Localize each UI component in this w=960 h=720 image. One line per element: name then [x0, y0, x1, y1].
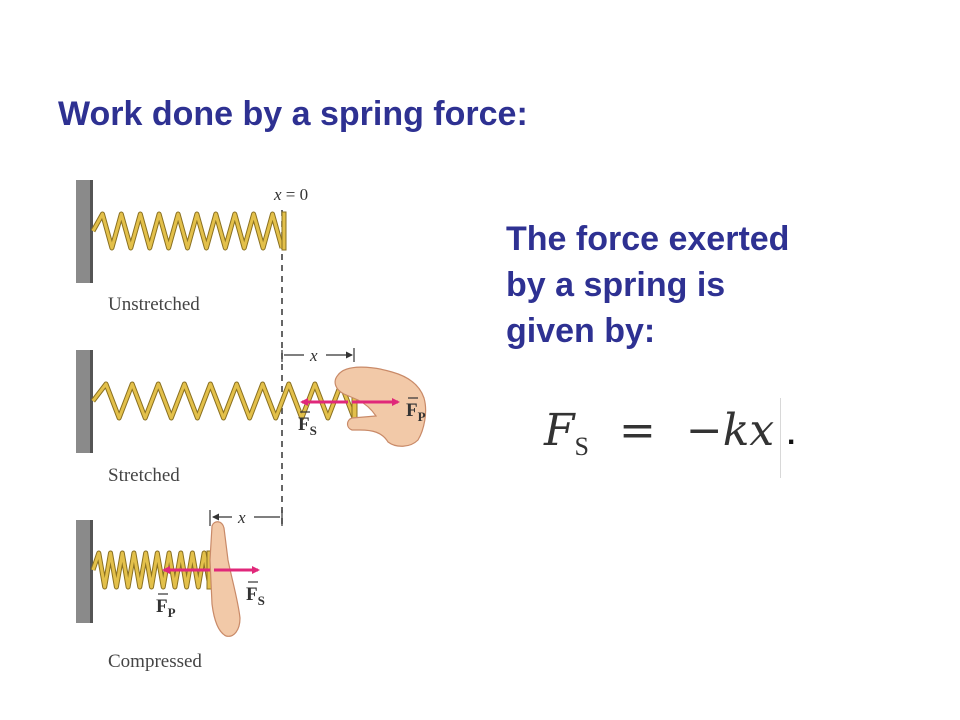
panel-label-unstretched: Unstretched — [108, 294, 200, 315]
hand-pushing — [209, 521, 241, 637]
formula-force-symbol: F — [544, 405, 575, 456]
displacement-label-stretched: x — [309, 346, 318, 365]
force-push-label-compressed: FP — [156, 596, 176, 620]
description-line-3: given by: — [506, 312, 656, 350]
panel-label-compressed: Compressed — [108, 651, 202, 672]
description-line-2: by a spring is — [506, 266, 726, 304]
formula-rhs: −kx — [685, 405, 775, 456]
wall-3 — [76, 520, 92, 623]
force-spring-label-stretched: FS — [298, 414, 317, 438]
spring-coil — [91, 382, 356, 420]
panel-label-stretched: Stretched — [108, 465, 180, 486]
force-spring-label-compressed: FS — [246, 584, 265, 608]
spring-force-formula: FS = −kx — [544, 405, 775, 461]
wall-1 — [76, 180, 92, 283]
displacement-label-compressed: x — [237, 508, 246, 527]
description-line-1: The force exerted — [506, 220, 790, 258]
panel-unstretched: x = 0 Unstretched — [76, 180, 308, 315]
spring-1 — [90, 211, 285, 251]
description-text: The force exerted by a spring is given b… — [506, 216, 846, 354]
spring-coil — [91, 551, 212, 589]
formula-box — [540, 398, 781, 478]
slide-title: Work done by a spring force: — [58, 95, 528, 133]
formula-period: . — [787, 418, 796, 451]
panel-stretched: x FS FP Stretched — [76, 346, 427, 486]
formula-equals: = — [619, 405, 656, 456]
equilibrium-label: x = 0 — [273, 185, 308, 204]
wall-2 — [76, 350, 92, 453]
spring-coil — [91, 212, 284, 250]
force-push-label-stretched: FP — [406, 400, 426, 424]
panel-compressed: x FP FS Compressed — [76, 508, 283, 672]
formula-force-subscript: S — [574, 432, 589, 461]
